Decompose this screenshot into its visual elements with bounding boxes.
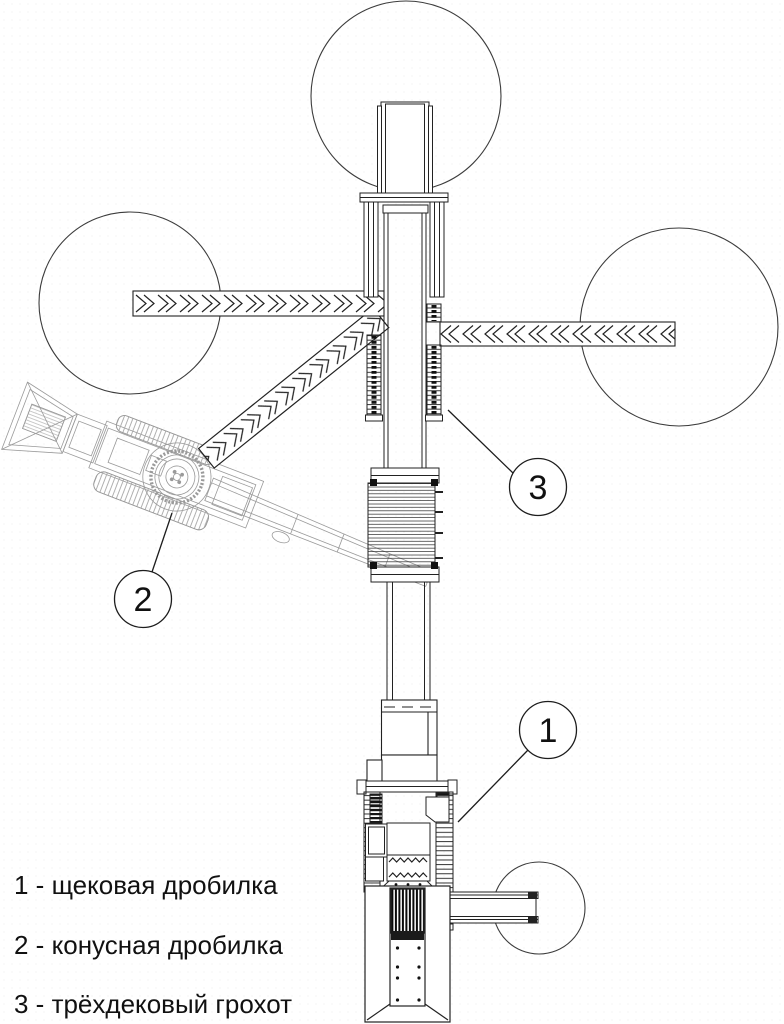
callout-3-number: 3 xyxy=(529,469,548,507)
cone-crusher-machine xyxy=(1,381,432,587)
callout-1-circle xyxy=(518,700,578,760)
grizzly-bars xyxy=(390,888,425,940)
crawler-track-upper xyxy=(115,415,216,466)
screen-springs-right xyxy=(425,344,443,422)
legend-line-1: 1 - щековая дробилка xyxy=(14,870,278,900)
callout-2: 2 xyxy=(113,512,173,629)
jaw-crusher-feed-boxes xyxy=(366,699,438,788)
stacker-conveyor-top xyxy=(377,101,433,197)
hopper-bolts xyxy=(395,946,421,1002)
screen-springs-left xyxy=(365,334,383,422)
vibrating-feeder-block xyxy=(367,467,443,583)
jaw-spring-stack-left xyxy=(369,793,383,824)
right-conveyor xyxy=(439,321,676,347)
legend-line-2: 2 - конусная дробилка xyxy=(14,930,284,960)
callout-2-number: 2 xyxy=(134,581,153,619)
transfer-column xyxy=(386,582,431,700)
callout-1-number: 1 xyxy=(539,712,558,750)
callout-3-circle xyxy=(508,457,568,517)
jaw-crusher xyxy=(356,779,458,898)
callout-1: 1 xyxy=(457,700,578,823)
three-deck-screen xyxy=(365,213,443,468)
diagonal-conveyor xyxy=(197,307,390,469)
callout-3-leader xyxy=(447,409,514,474)
screen-springs-right-upper xyxy=(426,303,442,323)
callouts: 1 2 3 xyxy=(113,409,578,823)
callout-2-circle xyxy=(113,569,173,629)
discharge-conveyor xyxy=(435,888,539,931)
callout-2-leader xyxy=(151,512,173,573)
legend: 1 - щековая дробилка 2 - конусная дробил… xyxy=(14,870,292,1019)
feed-hopper xyxy=(364,885,451,1023)
callout-1-leader xyxy=(457,749,529,823)
left-conveyor xyxy=(132,290,385,317)
screen-frame xyxy=(359,192,449,298)
callout-3: 3 xyxy=(447,409,568,517)
legend-line-3: 3 - трёхдековый грохот xyxy=(14,989,292,1019)
